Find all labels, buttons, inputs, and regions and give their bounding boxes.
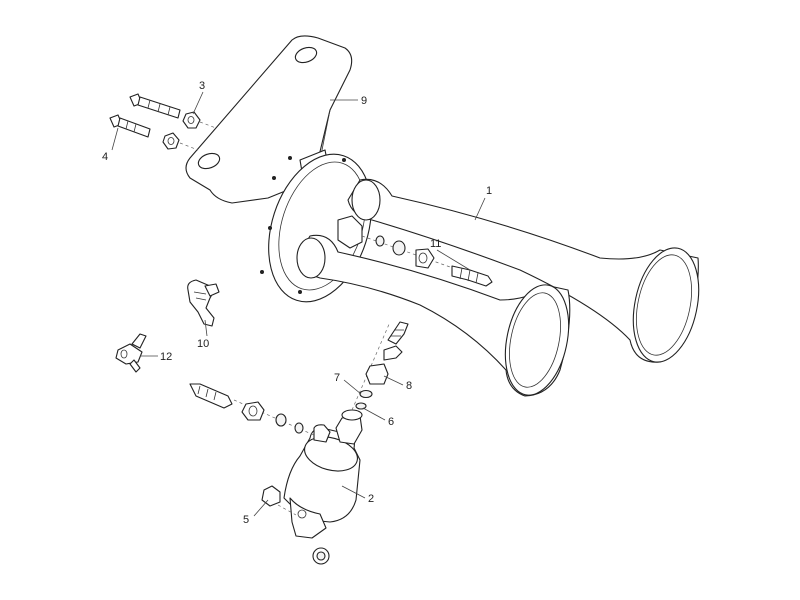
valve-inlet-fittings bbox=[189, 383, 317, 437]
callout-6: 6 bbox=[388, 416, 394, 428]
nut-upper bbox=[182, 111, 217, 129]
compressor-valve bbox=[283, 409, 363, 539]
callout-2: 2 bbox=[368, 493, 374, 505]
valve-outlet-fittings bbox=[351, 321, 409, 411]
leader-lines bbox=[111, 91, 486, 517]
callout-3: 3 bbox=[199, 80, 205, 92]
callout-labels: 1 2 3 4 5 6 7 8 9 10 11 12 bbox=[102, 80, 492, 526]
bolt-upper bbox=[129, 93, 181, 119]
callout-5: 5 bbox=[243, 514, 249, 526]
tee-fitting bbox=[115, 333, 147, 373]
callout-11: 11 bbox=[430, 238, 441, 250]
callout-1: 1 bbox=[486, 185, 492, 197]
twin-horn-assembly bbox=[260, 153, 700, 397]
callout-8: 8 bbox=[406, 380, 412, 392]
callout-12: 12 bbox=[160, 351, 172, 363]
elbow-fitting bbox=[187, 279, 220, 327]
mounting-bolt bbox=[261, 485, 297, 516]
callout-4: 4 bbox=[102, 151, 108, 163]
callout-10: 10 bbox=[197, 338, 209, 350]
nut-lower bbox=[162, 132, 199, 151]
horn-inlet-fittings bbox=[361, 235, 493, 287]
callout-9: 9 bbox=[361, 95, 367, 107]
callout-7: 7 bbox=[334, 372, 340, 384]
washer bbox=[312, 547, 330, 565]
bolt-lower bbox=[109, 114, 151, 138]
